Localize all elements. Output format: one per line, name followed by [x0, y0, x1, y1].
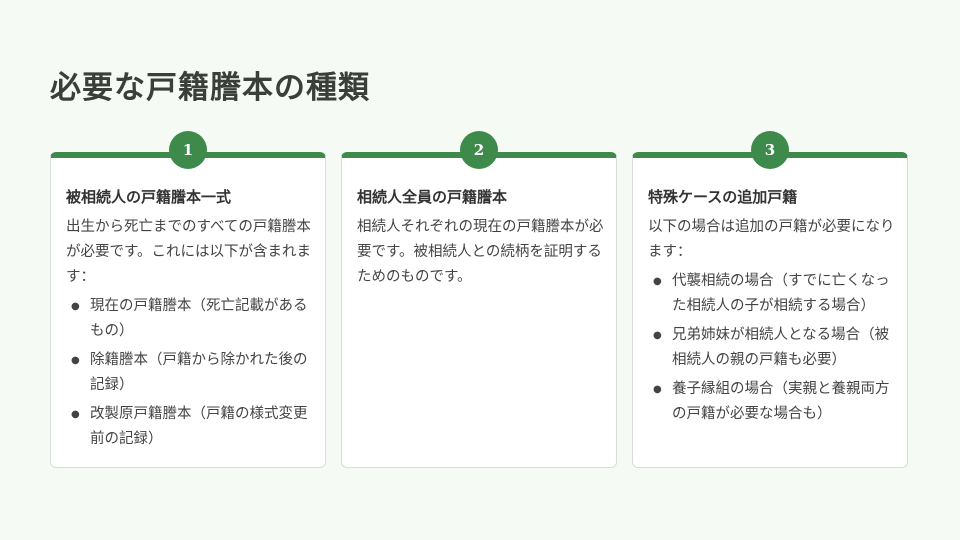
- list-item-text: 除籍謄本（戸籍から除かれた後の記録）: [90, 352, 308, 393]
- list-item-text: 養子縁組の場合（実親と養親両方の戸籍が必要な場合も）: [672, 381, 890, 422]
- bullet-icon: ●: [653, 330, 662, 341]
- card-description: 出生から死亡までのすべての戸籍謄本が必要です。これには以下が含まれます：: [66, 219, 312, 285]
- bullet-icon: ●: [653, 384, 662, 395]
- list-item: ● 代襲相続の場合（すでに亡くなった相続人の子が相続する場合）: [648, 269, 895, 319]
- item-list: ●現在の戸籍謄本（死亡記載があるもの） ●除籍謄本（戸籍から除かれた後の記録） …: [66, 294, 313, 452]
- card-body: 相続人全員の戸籍謄本 相続人それぞれの現在の戸籍謄本が必要です。被相続人との続柄…: [357, 186, 604, 294]
- list-item: ● 兄弟姉妹が相続人となる場合（被相続人の親の戸籍も必要）: [648, 323, 895, 373]
- card-special-cases: 3 特殊ケースの追加戸籍 以下の場合は追加の戸籍が必要になります： ● 代襲相続の…: [632, 131, 908, 468]
- list-item: ● 養子縁組の場合（実親と養親両方の戸籍が必要な場合も）: [648, 377, 895, 427]
- list-item: ● 改製原戸籍謄本（戸籍の様式変更前の記録）: [66, 402, 313, 452]
- number-badge: 1: [169, 131, 207, 169]
- page-title: 必要な戸籍謄本の種類: [50, 70, 370, 106]
- number-badge: 3: [751, 131, 789, 169]
- item-list: ● 代襲相続の場合（すでに亡くなった相続人の子が相続する場合） ● 兄弟姉妹が相続人…: [648, 269, 895, 427]
- list-item-text: 兄弟姉妹が相続人となる場合（被相続人の親の戸籍も必要）: [672, 327, 890, 368]
- card-title: 相続人全員の戸籍謄本: [357, 188, 508, 206]
- card-heir-registers: 2 相続人全員の戸籍謄本 相続人それぞれの現在の戸籍謄本が必要です。被相続人との…: [341, 131, 617, 468]
- bullet-icon: ●: [71, 355, 80, 366]
- list-item: ● 現在の戸籍謄本（死亡記載があるもの）: [66, 294, 313, 344]
- card-body: 被相続人の戸籍謄本一式 出生から死亡までのすべての戸籍謄本が必要です。これには以…: [66, 186, 313, 456]
- list-item: ● 除籍謄本（戸籍から除かれた後の記録）: [66, 348, 313, 398]
- number-badge: 2: [460, 131, 498, 169]
- card-decedent-registers: 1 被相続人の戸籍謄本一式 出生から死亡までのすべての戸籍謄本が必要です。これに…: [50, 131, 326, 468]
- bullet-icon: ●: [71, 301, 80, 312]
- card-body: 特殊ケースの追加戸籍 以下の場合は追加の戸籍が必要になります： ● 代襲相続の場合…: [648, 186, 895, 431]
- card-title: 被相続人の戸籍謄本一式: [66, 188, 232, 206]
- list-item-text: 代襲相続の場合（すでに亡くなった相続人の子が相続する場合）: [672, 273, 890, 314]
- card-description: 以下の場合は追加の戸籍が必要になります：: [648, 219, 895, 260]
- list-item-text: 現在の戸籍謄本（死亡記載があるもの）: [90, 298, 308, 339]
- bullet-icon: ●: [653, 276, 662, 287]
- bullet-icon: ●: [71, 409, 80, 420]
- card-description: 相続人それぞれの現在の戸籍謄本が必要です。被相続人との続柄を証明するためのもので…: [357, 219, 604, 285]
- list-item-text: 改製原戸籍謄本（戸籍の様式変更前の記録）: [90, 406, 308, 447]
- card-title: 特殊ケースの追加戸籍: [648, 188, 798, 206]
